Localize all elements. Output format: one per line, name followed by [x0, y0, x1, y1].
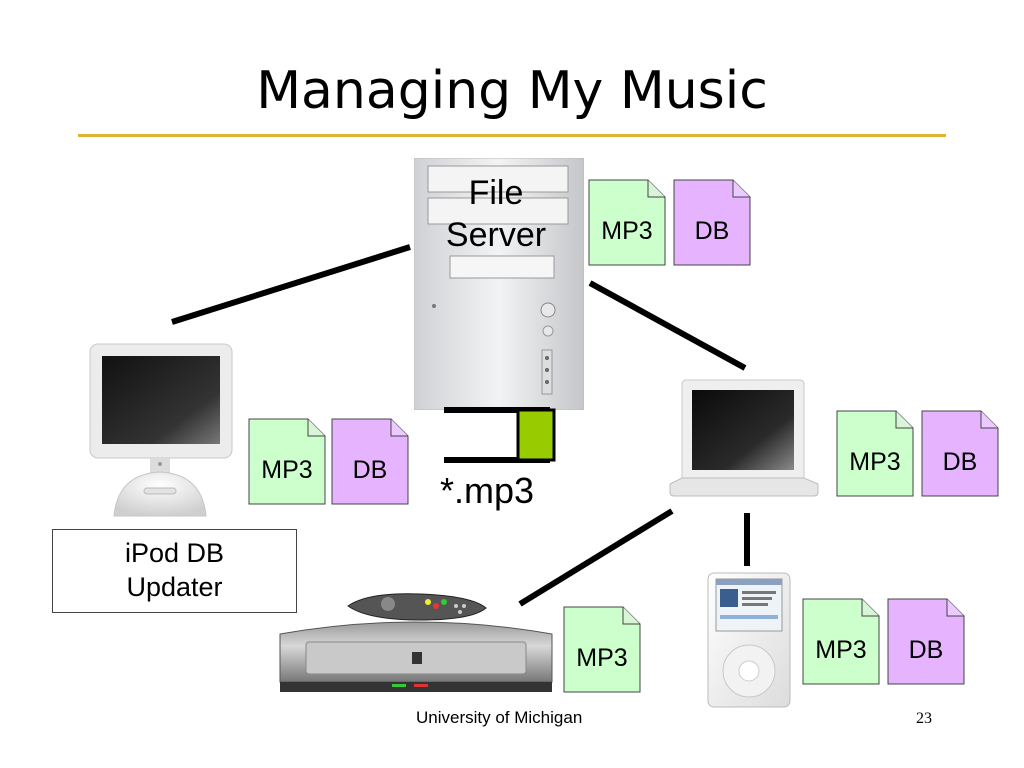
line-server-to-laptop [588, 280, 747, 371]
laptop-db-label: DB [942, 448, 978, 476]
slide-title: Managing My Music [256, 61, 768, 121]
server-mp3-label: MP3 [601, 217, 653, 245]
laptop-db-document: DB [921, 410, 999, 497]
server-db-document: DB [673, 179, 751, 266]
ipod-mp3-document: MP3 [802, 598, 880, 685]
mp3-pipe-icon [444, 407, 556, 463]
imac-mp3-document: MP3 [248, 418, 326, 505]
imac-db-document: DB [331, 418, 409, 505]
tivo-mp3-label: MP3 [576, 644, 628, 672]
file-server-label: File Server [432, 172, 560, 256]
imac-mp3-label: MP3 [261, 456, 313, 484]
tivo-mp3-document: MP3 [563, 606, 641, 693]
laptop-mp3-label: MP3 [849, 448, 901, 476]
server-db-label: DB [694, 217, 730, 245]
pipe-label: *.mp3 [440, 470, 535, 511]
updater-line1: iPod DB [124, 538, 225, 568]
page-number: 23 [916, 710, 932, 727]
updater-line2: Updater [126, 572, 223, 602]
ipod-db-updater-box: iPod DB Updater [52, 529, 297, 613]
laptop-icon [669, 379, 819, 497]
imac-icon [89, 343, 233, 517]
tivo-device-icon [279, 593, 553, 692]
imac-db-label: DB [352, 456, 388, 484]
title-rule [78, 134, 946, 137]
file-server-icon [414, 158, 584, 410]
footer-text: University of Michigan [416, 708, 583, 727]
file-server-label-line1: File [468, 174, 524, 212]
ipod-mp3-label: MP3 [815, 636, 867, 664]
line-server-to-imac [171, 244, 411, 325]
server-mp3-document: MP3 [588, 179, 666, 266]
ipod-db-label: DB [908, 636, 944, 664]
ipod-icon [707, 572, 791, 708]
line-laptop-to-tivo [518, 508, 674, 607]
file-server-label-line2: Server [445, 216, 547, 254]
ipod-db-document: DB [887, 598, 965, 685]
laptop-mp3-document: MP3 [836, 410, 914, 497]
